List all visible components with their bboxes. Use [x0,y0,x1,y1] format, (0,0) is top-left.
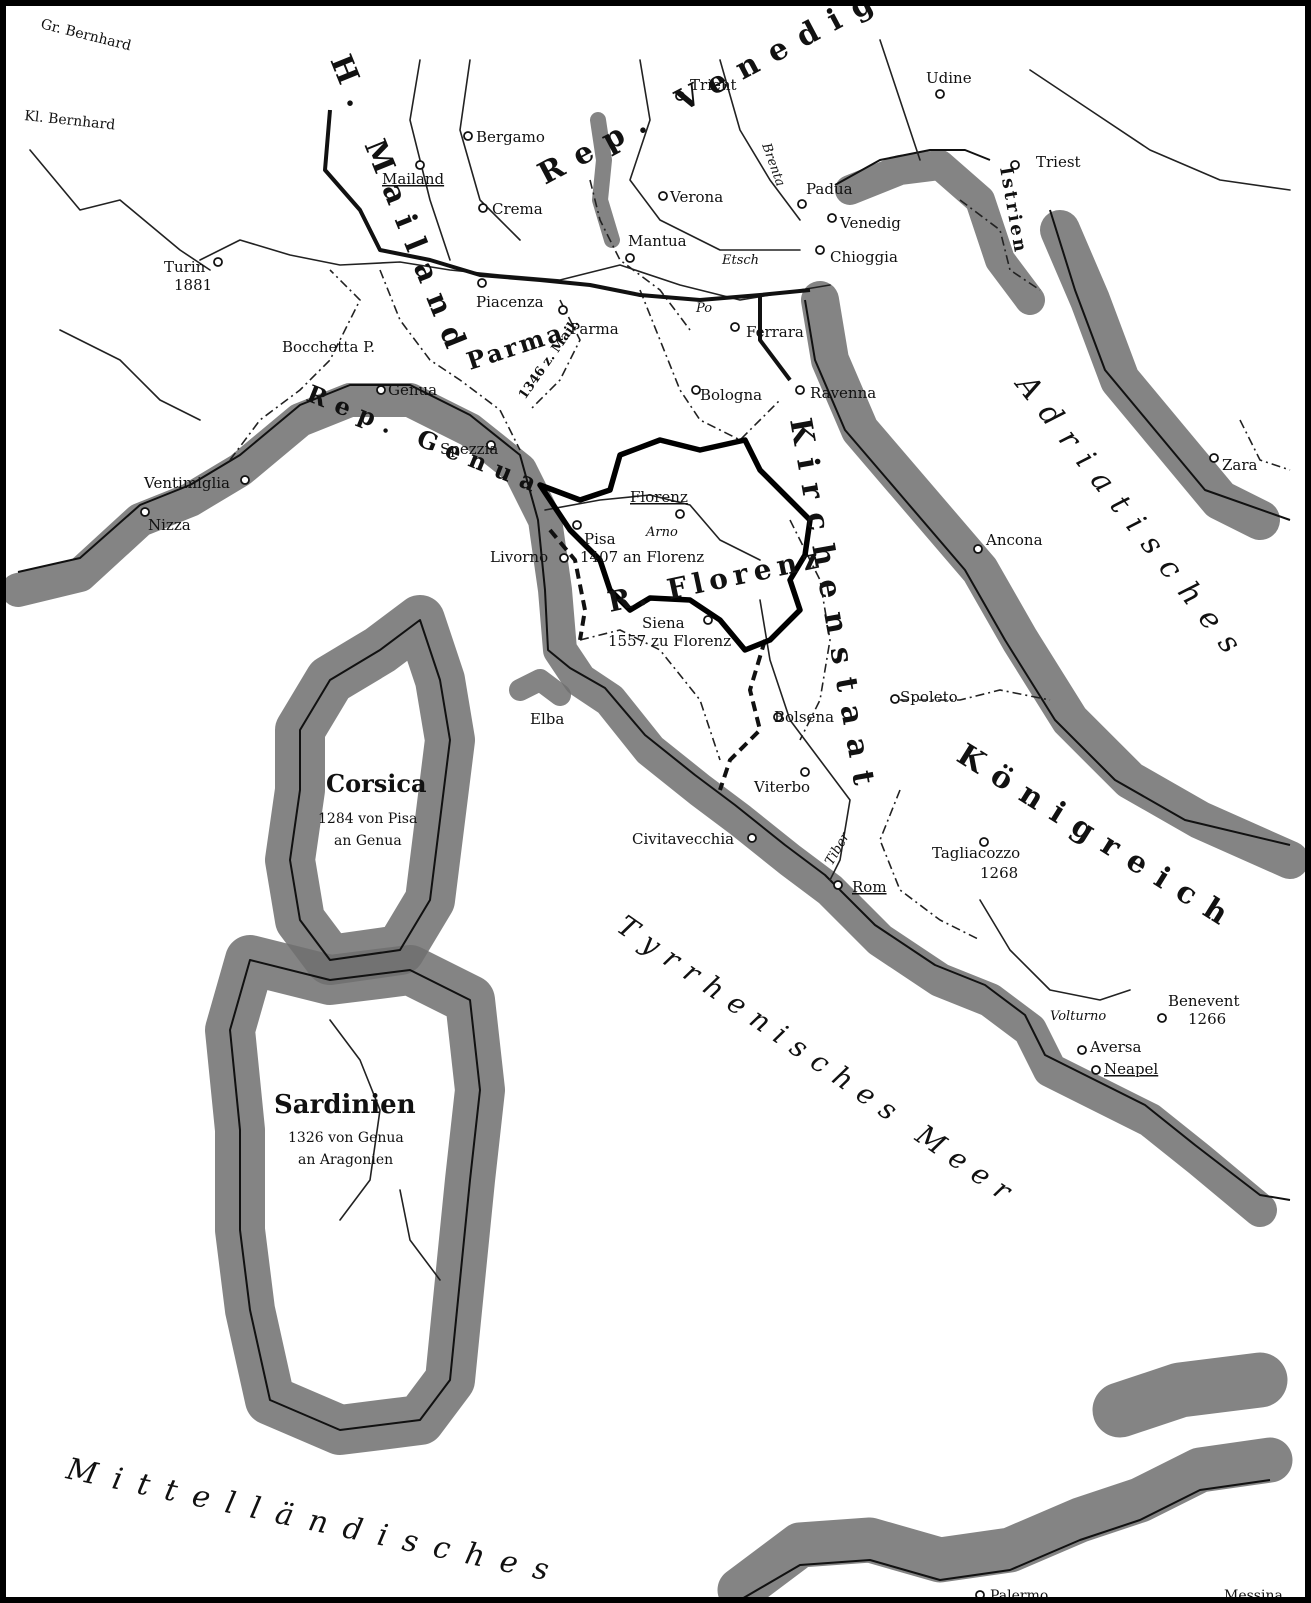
label-trient: Trient [690,76,737,94]
label-benevent-year: 1266 [1188,1010,1226,1028]
label-aversa: Aversa [1089,1038,1141,1056]
label-genua: Genua [388,381,437,399]
label-venedig: Venedig [839,214,901,232]
label-padua: Padua [806,180,853,198]
label-piacenza: Piacenza [476,293,544,311]
label-arno: Arno [645,525,678,540]
city-markers [140,89,1219,1600]
label-spezzia: Spezzia [440,440,498,458]
coastlines [17,149,1291,1601]
label-livorno: Livorno [490,548,548,566]
label-sardinien-note2: an Aragonien [298,1152,393,1168]
florenz-border [537,437,813,653]
label-siena-note: 1557 zu Florenz [608,632,731,650]
label-ferrara: Ferrara [746,323,804,341]
label-ancona: Ancona [985,531,1043,549]
label-mantua: Mantua [628,232,687,250]
label-etsch: Etsch [721,253,759,268]
label-elba: Elba [530,710,564,728]
label-turin: Turin [164,258,206,276]
label-nizza: Nizza [148,516,191,534]
label-civitavecchia: Civitavecchia [632,830,734,848]
label-chioggia: Chioggia [830,248,898,266]
label-tagliacozzo-year: 1268 [980,864,1018,882]
label-bologna: Bologna [700,386,762,404]
label-ventimiglia: Ventimiglia [143,474,230,492]
label-bocchetta: Bocchetta P. [282,338,375,356]
label-bolsena: Bolsena [774,708,834,726]
label-florenz: Florenz [630,488,688,506]
label-volturno: Volturno [1050,1009,1106,1024]
label-ravenna: Ravenna [810,384,876,402]
rivers [29,39,1291,1281]
label-verona: Verona [669,188,723,206]
label-turin-year: 1881 [174,276,212,294]
label-pisa-note: 1407 an Florenz [580,548,704,566]
label-corsica-note2: an Genua [334,833,402,849]
label-corsica-note1: 1284 von Pisa [318,811,417,827]
label-sardinien-note1: 1326 von Genua [288,1130,404,1146]
label-neapel: Neapel [1104,1060,1158,1078]
label-crema: Crema [492,200,543,218]
label-bergamo: Bergamo [476,128,545,146]
label-siena: Siena [642,614,685,632]
label-tagliacozzo: Tagliacozzo [932,844,1020,862]
island-labels: Corsica 1284 von Pisa an Genua Sardinien… [274,769,427,1168]
label-udine: Udine [926,69,972,87]
label-corsica: Corsica [326,769,427,798]
label-rom: Rom [852,878,887,896]
label-viterbo: Viterbo [753,778,810,796]
borders [229,109,1291,941]
label-zara: Zara [1222,456,1258,474]
label-parma-city: Parma [570,320,619,338]
label-triest: Triest [1036,153,1081,171]
label-sardinien: Sardinien [274,1090,416,1120]
label-pisa: Pisa [584,530,616,548]
coast-shading [1,112,1309,1603]
label-benevent: Benevent [1168,992,1239,1010]
label-spoleto: Spoleto [900,688,958,706]
label-po: Po [695,301,712,316]
label-mailand: Mailand [382,170,445,188]
